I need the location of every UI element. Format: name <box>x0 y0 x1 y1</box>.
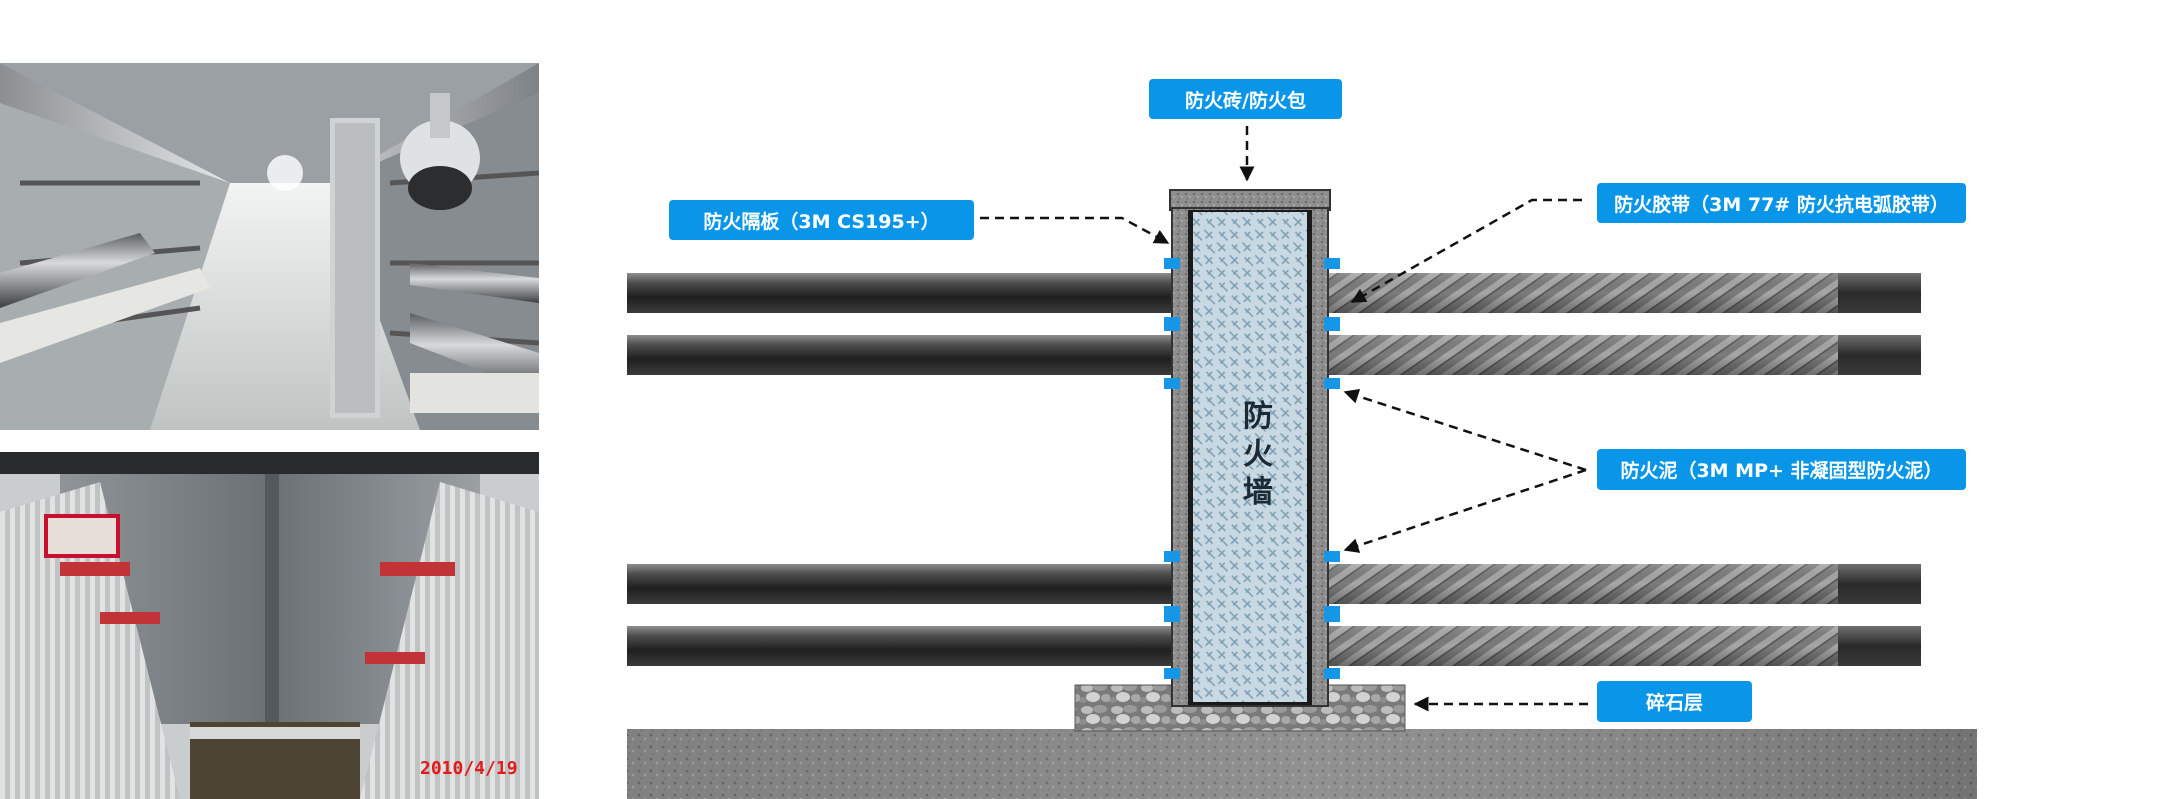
right-cables <box>1322 273 1921 666</box>
left-cable-3 <box>627 564 1182 604</box>
left-cable-4 <box>627 626 1182 666</box>
right-cable-4 <box>1322 626 1921 666</box>
callout-fire-board: 防火隔板（3M CS195+） <box>669 200 974 240</box>
fire-seal-marks <box>1164 258 1340 679</box>
fire-wall-label: 防 火 墙 <box>1243 399 1273 510</box>
left-cable-2 <box>627 335 1182 375</box>
right-cable-2 <box>1322 335 1921 375</box>
leader-lines <box>980 126 1588 712</box>
fire-wall-core <box>1193 212 1307 702</box>
right-cable-3 <box>1322 564 1921 604</box>
fire-wall <box>1169 189 1331 707</box>
leader-fire-board <box>980 216 1170 245</box>
leader-fire-tape <box>1350 198 1582 304</box>
callout-fire-brick: 防火砖/防火包 <box>1149 79 1342 119</box>
left-cable-1 <box>627 273 1182 313</box>
tunnel-photo <box>0 63 539 430</box>
leader-fire-mud-upper <box>1343 389 1587 472</box>
photo-date: 2010/4/19 <box>420 758 518 779</box>
leader-fire-mud-lower <box>1343 468 1587 553</box>
left-cables <box>627 273 1182 666</box>
trench-photo: 2010/4/19 <box>0 452 539 799</box>
callout-fire-mud: 防火泥（3M MP+ 非凝固型防火泥） <box>1597 449 1966 490</box>
right-cable-1 <box>1322 273 1921 313</box>
callout-fire-tape: 防火胶带（3M 77# 防火抗电弧胶带） <box>1597 183 1966 223</box>
callout-gravel: 碎石层 <box>1597 681 1752 722</box>
